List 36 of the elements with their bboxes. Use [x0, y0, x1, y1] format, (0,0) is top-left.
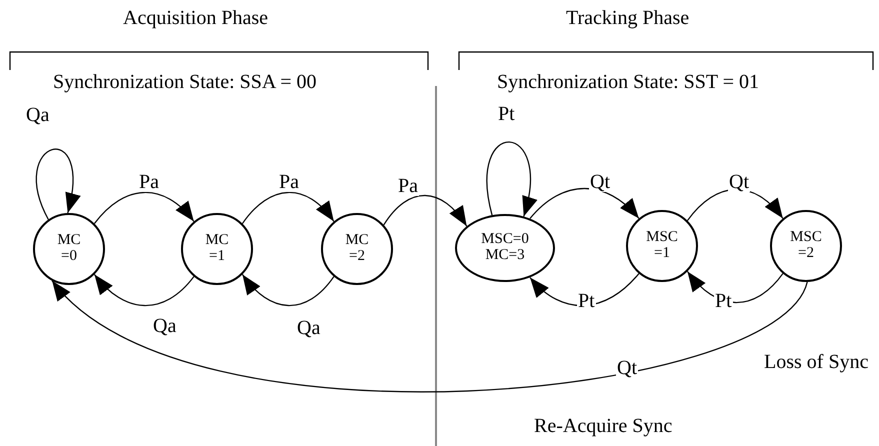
transition-arrow: [52, 280, 808, 392]
edge-label: Qt: [616, 358, 638, 378]
phase-heading: Acquisition Phase: [123, 8, 268, 28]
state-label: MC =0: [57, 233, 81, 265]
transition-arrow: [242, 274, 334, 306]
edge-label: Pa: [397, 176, 419, 196]
annotation: Loss of Sync: [764, 352, 868, 372]
edge-label: Qa: [296, 318, 322, 338]
transition-arrow: [530, 188, 640, 219]
state-circle: [181, 213, 253, 285]
state-label: MC =2: [345, 233, 369, 265]
state-label: MSC =1: [646, 230, 678, 262]
state-heading: Synchronization State: SST = 01: [497, 72, 760, 92]
edge-label: Pa: [138, 172, 160, 192]
state-circle: [626, 210, 698, 282]
edge-label: Qa: [25, 105, 50, 125]
transition-arrow: [486, 142, 536, 217]
edge-label: Pa: [278, 172, 300, 192]
edge-label: Qt: [728, 172, 750, 192]
state-heading: Synchronization State: SSA = 00: [53, 72, 316, 92]
edge-label: Qt: [589, 172, 611, 192]
transition-arrow: [36, 149, 80, 220]
transition-arrow: [94, 274, 194, 306]
state-circle: [321, 213, 393, 285]
state-label: MC =1: [205, 233, 229, 265]
transition-arrow: [686, 271, 784, 304]
edge-label: Qa: [152, 316, 178, 336]
transition-arrow: [94, 192, 194, 224]
transition-arrow: [530, 273, 640, 306]
transition-arrow: [383, 194, 468, 226]
state-label: MSC =2: [790, 230, 822, 262]
phase-heading: Tracking Phase: [566, 8, 690, 28]
state-label: MSC=0 MC=3: [481, 232, 529, 264]
transition-arrow: [242, 192, 334, 224]
annotation: Re-Acquire Sync: [534, 416, 672, 436]
transition-arrow: [686, 188, 784, 221]
